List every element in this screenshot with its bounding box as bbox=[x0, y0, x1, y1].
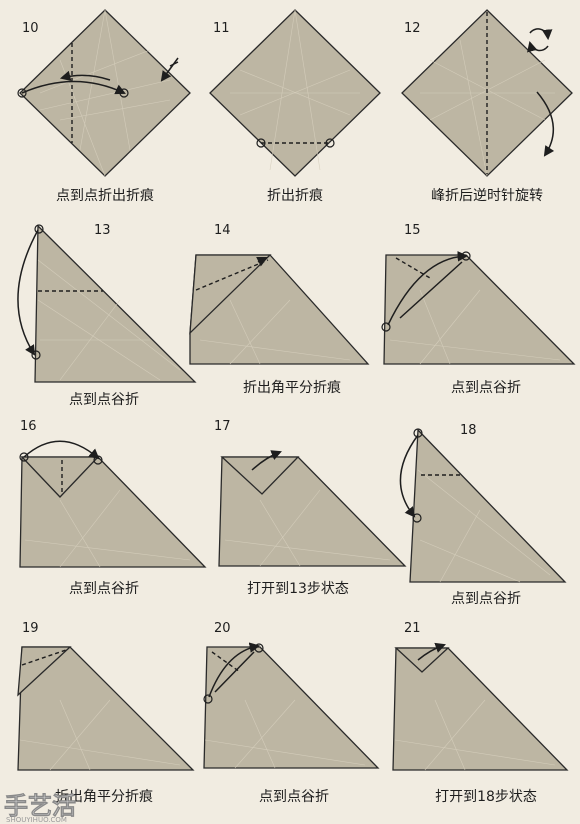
step-11-number: 11 bbox=[213, 21, 230, 36]
step-18-number: 18 bbox=[460, 423, 477, 438]
step-16-flap bbox=[20, 456, 100, 498]
step-13-caption: 点到点谷折 bbox=[69, 392, 139, 408]
step-17-caption: 打开到13步状态 bbox=[247, 580, 349, 597]
watermark-logo: 手艺活 bbox=[4, 792, 76, 820]
watermark: 手艺活 SHOUYIHUO.COM bbox=[4, 792, 77, 824]
step-19-flap bbox=[17, 646, 72, 697]
step-16-caption: 点到点谷折 bbox=[69, 581, 139, 597]
step-16: 16 点到点谷折 bbox=[19, 419, 207, 597]
step-11-caption: 折出折痕 bbox=[267, 188, 323, 204]
step-12: 12 峰折后逆时针旋转 bbox=[401, 9, 573, 204]
step-10: 10 点到点折出折痕 bbox=[17, 9, 191, 204]
step-14-flap bbox=[189, 254, 272, 335]
step-14: 14 折出角平分折痕 bbox=[189, 223, 370, 396]
step-13: 13 点到点谷折 bbox=[17, 223, 197, 408]
step-11: 11 折出折痕 bbox=[209, 9, 381, 204]
step-19-number: 19 bbox=[22, 621, 39, 636]
step-16-number: 16 bbox=[20, 419, 37, 434]
step-20-number: 20 bbox=[214, 621, 231, 636]
step-18: 18 点到点谷折 bbox=[399, 423, 567, 607]
step-12-caption: 峰折后逆时针旋转 bbox=[431, 188, 543, 204]
step-20: 20 点到点谷折 bbox=[203, 621, 380, 805]
step-18-paper bbox=[409, 428, 567, 583]
step-15-paper bbox=[383, 254, 576, 365]
step-15: 15 点到点谷折 bbox=[381, 223, 576, 396]
step-15-caption: 点到点谷折 bbox=[451, 380, 521, 396]
step-17-number: 17 bbox=[214, 419, 231, 434]
step-20-paper bbox=[203, 646, 380, 769]
step-18-caption: 点到点谷折 bbox=[451, 591, 521, 607]
watermark-site: SHOUYIHUO.COM bbox=[6, 816, 67, 824]
step-10-paper bbox=[19, 9, 191, 177]
step-14-number: 14 bbox=[214, 223, 231, 238]
step-13-paper bbox=[34, 224, 197, 383]
step-21: 21 打开到18步状态 bbox=[392, 621, 569, 805]
step-15-number: 15 bbox=[404, 223, 421, 238]
step-14-caption: 折出角平分折痕 bbox=[243, 380, 341, 396]
step-13-number: 13 bbox=[94, 223, 111, 238]
step-21-caption: 打开到18步状态 bbox=[435, 788, 537, 805]
step-17-flap bbox=[220, 456, 300, 495]
step-10-caption: 点到点折出折痕 bbox=[56, 188, 154, 204]
step-20-caption: 点到点谷折 bbox=[259, 789, 329, 805]
step-12-number: 12 bbox=[404, 21, 421, 36]
step-19: 19 折出角平分折痕 bbox=[17, 621, 195, 805]
step-10-number: 10 bbox=[22, 21, 39, 36]
step-21-flap bbox=[394, 647, 450, 673]
step-17: 17 打开到13步状态 bbox=[214, 419, 407, 597]
step-21-number: 21 bbox=[404, 621, 421, 636]
step-19-caption: 折出角平分折痕 bbox=[55, 789, 153, 805]
